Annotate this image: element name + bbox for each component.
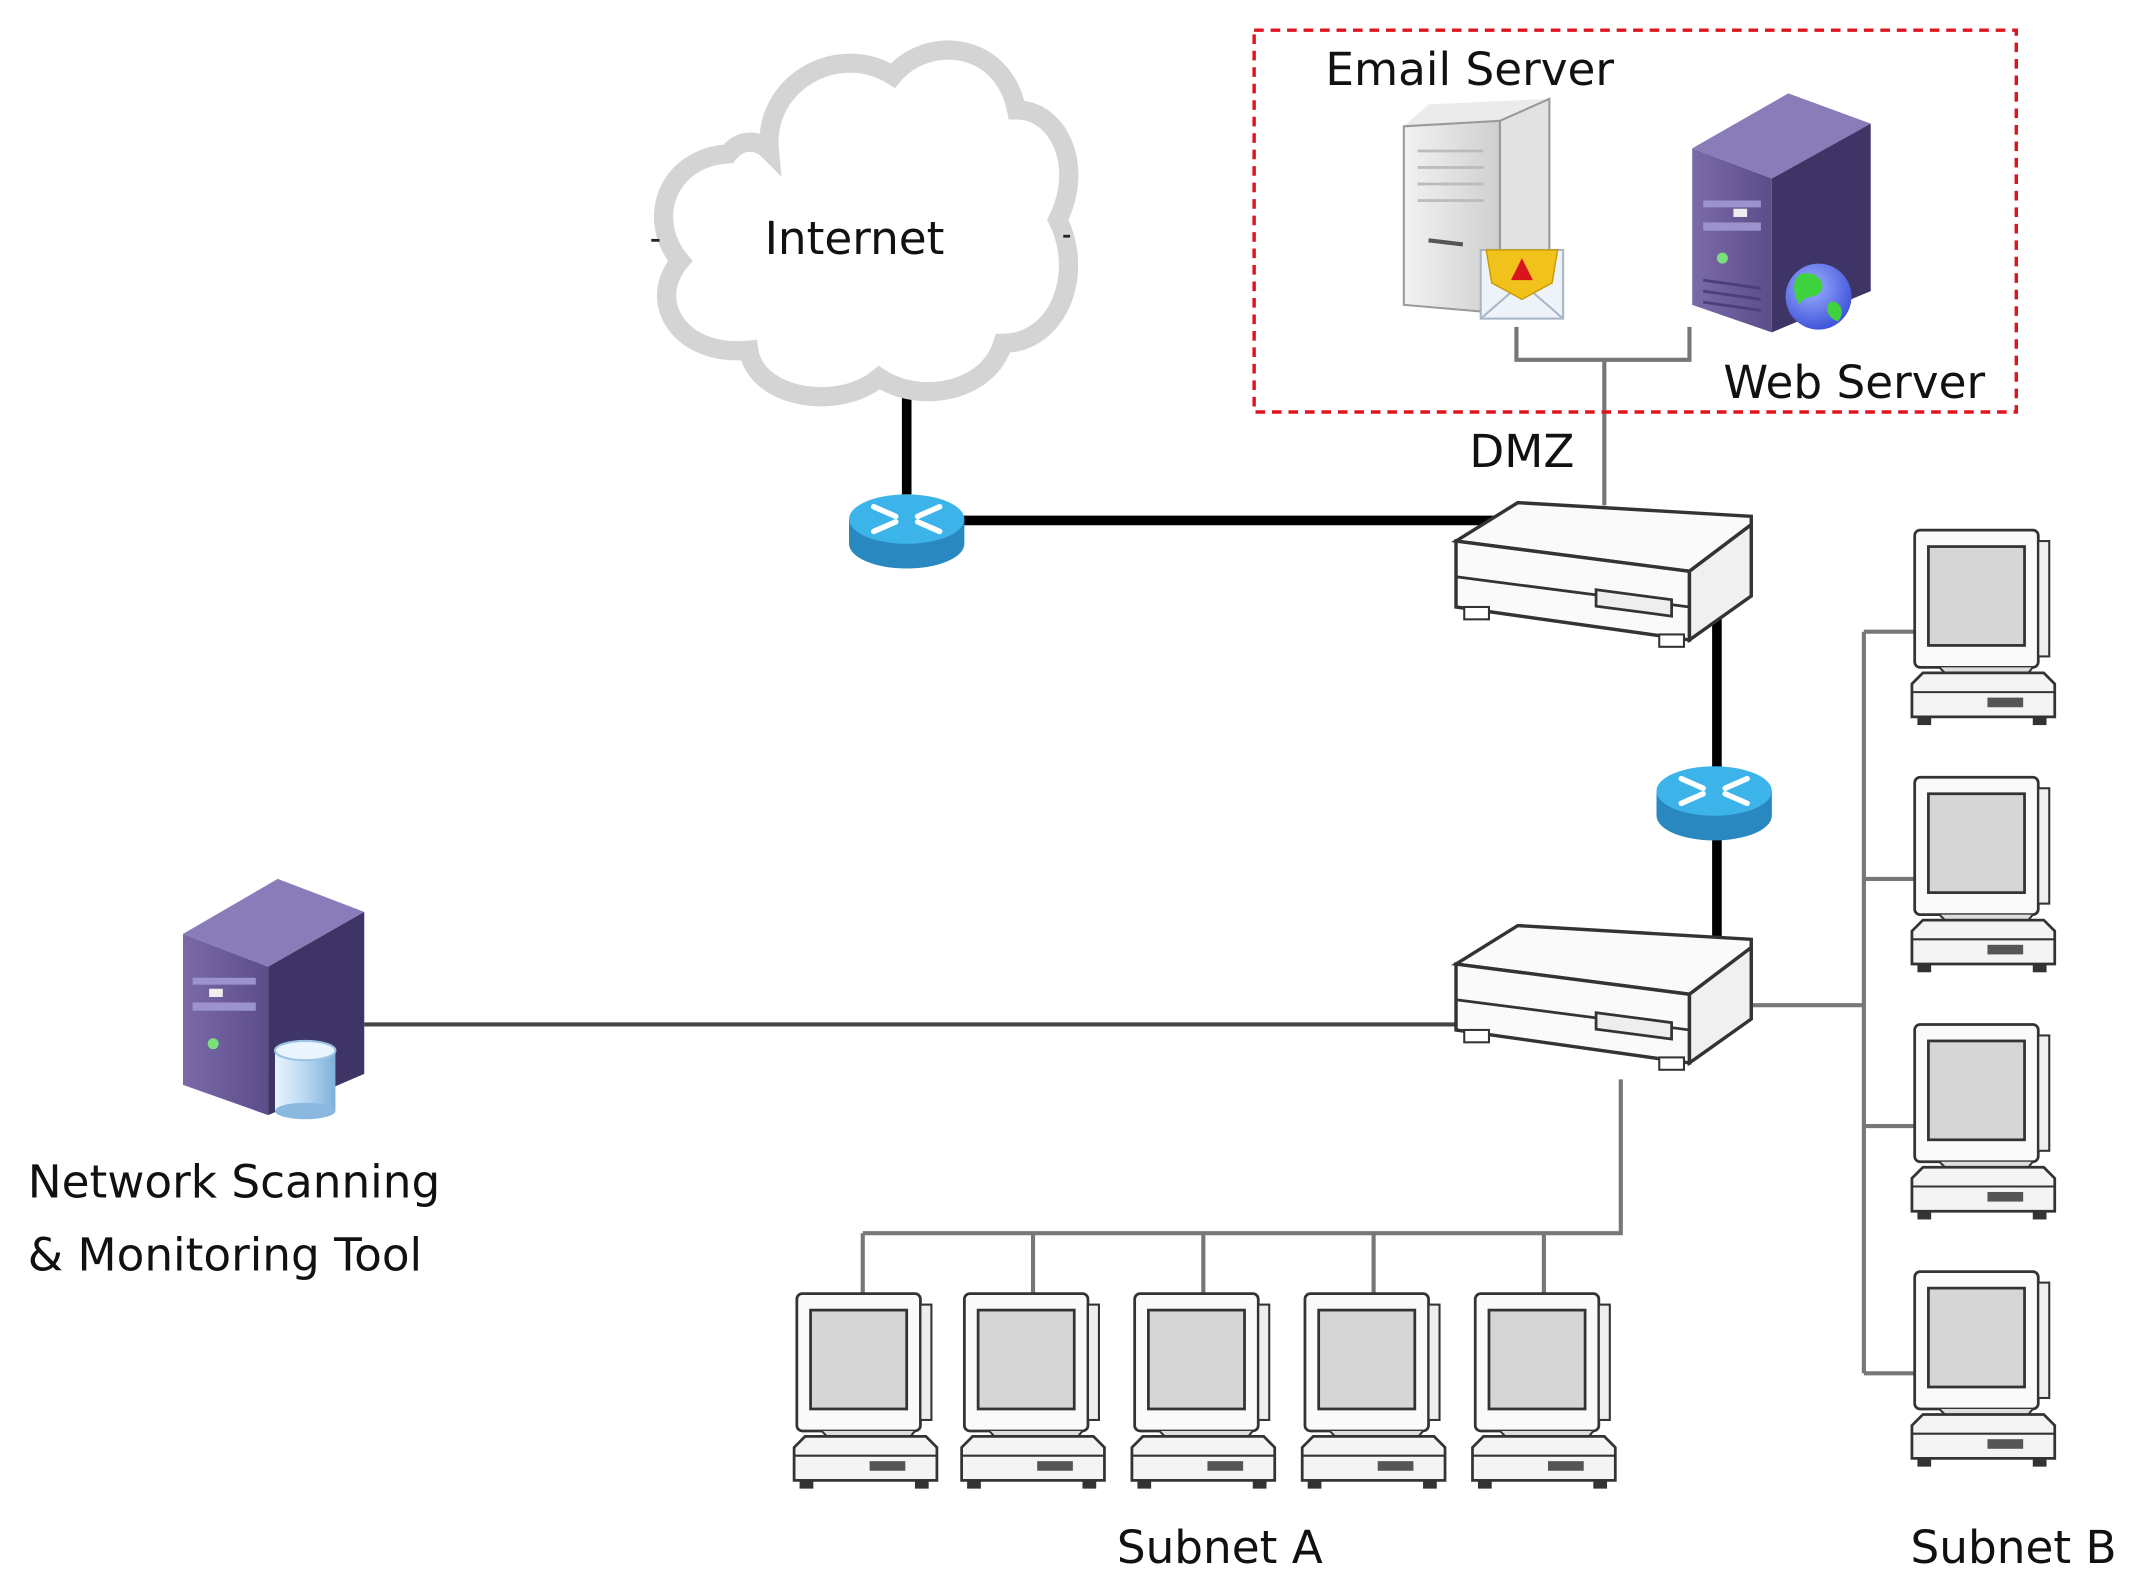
subnet-a-pc-1[interactable] [792,1292,939,1490]
core-switch-icon[interactable] [1454,923,1753,1072]
dmz-switch-icon[interactable] [1454,500,1753,649]
link-subnet-b-bus [1749,629,1917,1376]
link-dmz-bus [1514,326,1692,506]
monitoring-server-icon[interactable] [182,878,365,1120]
email-server-icon[interactable] [1402,97,1565,320]
dmz-label: DMZ [1469,425,1574,478]
email-server-label: Email Server [1325,43,1614,96]
monitoring-label-line1: Network Scanning [28,1155,440,1208]
monitoring-label-line2: & Monitoring Tool [28,1228,422,1281]
email-alert-icon [1479,248,1565,320]
subnet-b-label: Subnet B [1911,1521,2117,1574]
subnet-a-group [792,1292,1617,1490]
web-server-icon[interactable] [1692,93,1871,333]
subnet-a-pc-3[interactable] [1130,1292,1277,1490]
subnet-a-pc-2[interactable] [960,1292,1106,1490]
subnet-b-pc-3[interactable] [1910,1023,2057,1221]
subnet-a-pc-5[interactable] [1471,1292,1617,1490]
subnet-b-group [1910,528,2057,1469]
subnet-a-pc-4[interactable] [1300,1292,1447,1490]
subnet-b-pc-2[interactable] [1910,775,2057,974]
internet-label: Internet [765,212,945,265]
subnet-b-pc-4[interactable] [1910,1270,2057,1469]
links [364,326,1917,1376]
edge-router-icon[interactable] [849,494,964,568]
database-icon [273,1039,337,1120]
web-server-label: Web Server [1723,356,1985,409]
subnet-a-label: Subnet A [1117,1521,1323,1574]
link-subnet-a-bus [860,1079,1623,1294]
internal-router-icon[interactable] [1657,766,1772,840]
internet-cloud[interactable]: Internet [651,40,1079,407]
globe-icon [1785,263,1852,330]
subnet-b-pc-1[interactable] [1910,528,2057,727]
dmz-zone-border [1252,28,2019,414]
